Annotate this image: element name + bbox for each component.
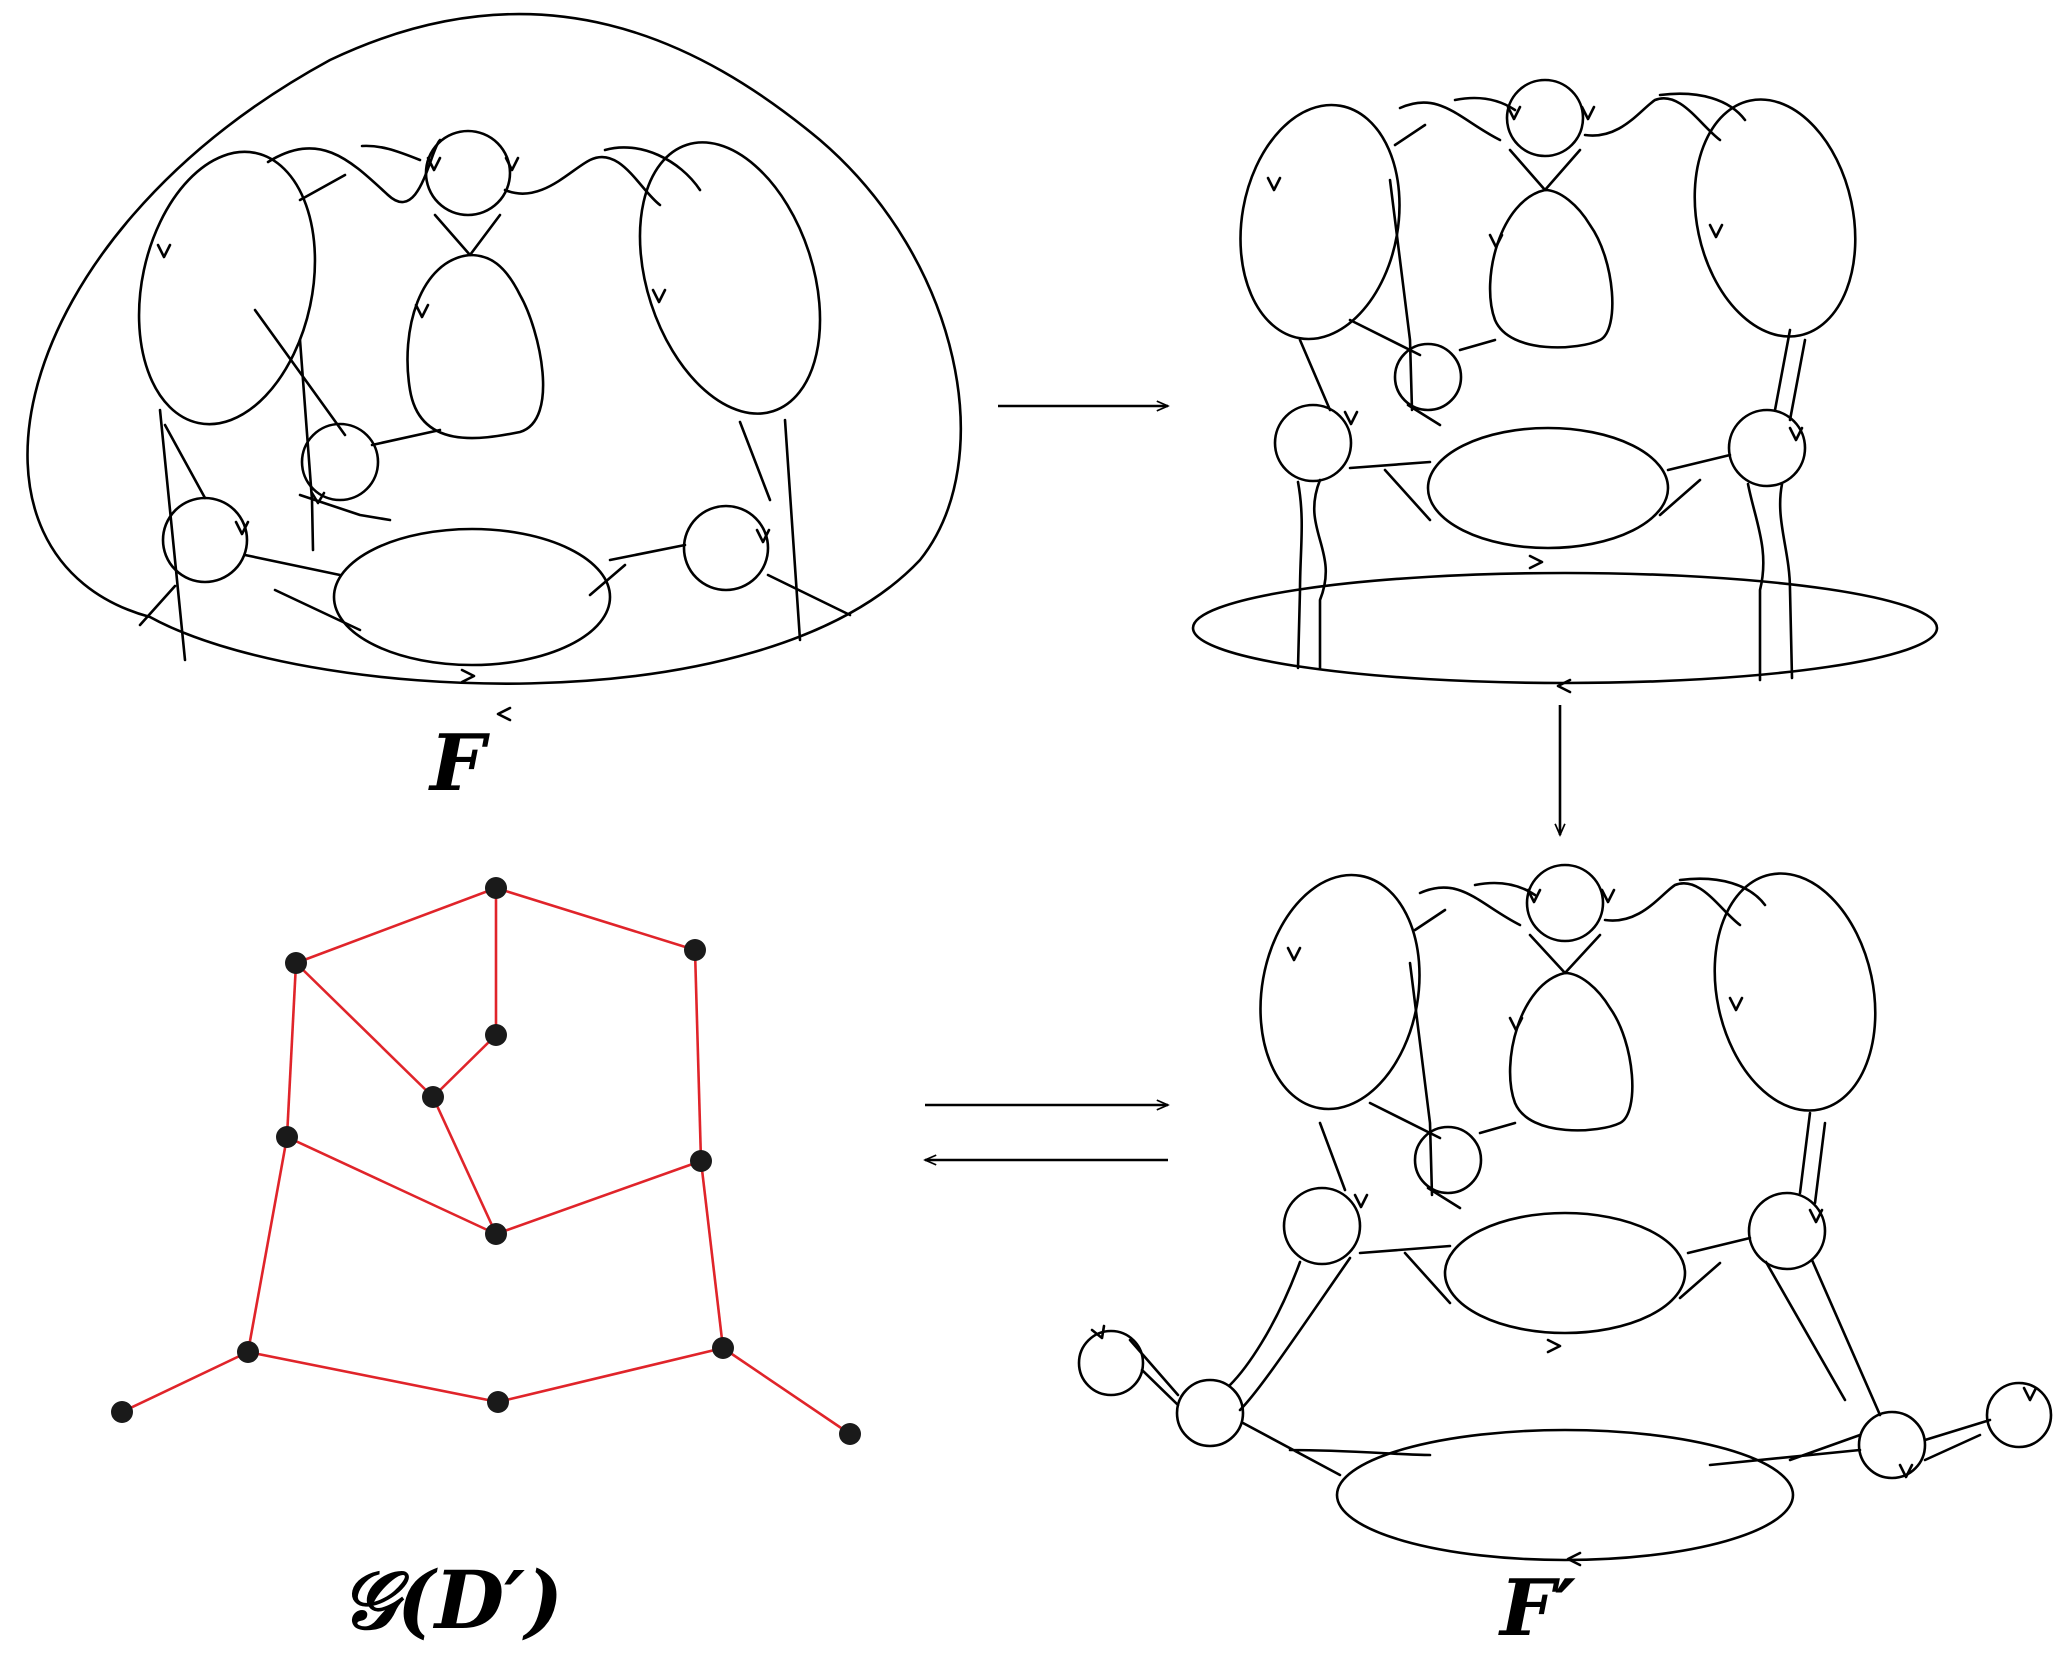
graph-edge [699, 1160, 725, 1349]
lower-left-circle-Fp [1175, 1378, 1245, 1448]
left-circle-Fp [1282, 1186, 1362, 1266]
graph-edge [295, 962, 434, 1098]
graph-edge [495, 886, 696, 952]
arrows [925, 406, 1560, 1160]
label-F: F [428, 718, 490, 809]
graph-vertex [276, 1126, 298, 1148]
graph-edge [247, 1350, 499, 1404]
graph-edge [285, 962, 298, 1138]
right-circle-TR [1727, 408, 1807, 488]
bottom-ellipse-TR [1426, 426, 1670, 550]
lower-right-circle-Fp [1857, 1410, 1927, 1480]
mid-circle-F [300, 422, 380, 502]
band-top-F [266, 138, 702, 207]
graph-edge [431, 1096, 498, 1235]
top-circle-Fp [1525, 863, 1605, 943]
center-loop-F [406, 253, 545, 440]
band-top-Fp [1418, 877, 1767, 927]
graph-edge [693, 949, 703, 1162]
left-circle-TR [1273, 403, 1353, 483]
graph-panel: 𝒢(D′) [111, 877, 861, 1647]
label-F-prime: F′ [1498, 1563, 1576, 1654]
graph-edge [121, 1350, 249, 1414]
graph-vertex [485, 1223, 507, 1245]
graph-vertex [485, 877, 507, 899]
graph-vertex [684, 939, 706, 961]
graph-edges [121, 886, 851, 1436]
graph-vertex [487, 1391, 509, 1413]
left-ellipse-Fp [1259, 873, 1421, 1111]
lower-ellipse-Fp [1335, 1428, 1795, 1562]
far-right-circle-Fp [1985, 1381, 2053, 1449]
right-ellipse-TR [1693, 98, 1857, 338]
bottom-ellipse-F [332, 527, 612, 667]
loop-arrow-marks-Fp [1090, 888, 2038, 1567]
mid-circle-TR [1393, 342, 1463, 412]
loop-arrow-marks-F [156, 156, 771, 722]
loop-arrow-marks-TR [1266, 105, 1804, 694]
right-circle-F [682, 504, 770, 592]
disk-TR [1191, 571, 1939, 685]
left-ellipse-F [137, 150, 317, 426]
far-left-circle-Fp [1077, 1329, 1145, 1397]
graph-edge [432, 1034, 497, 1098]
graph-edge [495, 1159, 702, 1236]
strands-TR [1296, 123, 1807, 682]
graph-vertex [712, 1337, 734, 1359]
top-circle-TR [1505, 78, 1585, 158]
graph-vertex [485, 1024, 507, 1046]
graph-vertex [422, 1086, 444, 1108]
strands-F [138, 173, 852, 662]
graph-vertex [237, 1341, 259, 1363]
graph-edge [246, 1136, 289, 1353]
right-circle-Fp [1747, 1191, 1827, 1271]
bottom-ellipse-Fp [1443, 1211, 1687, 1335]
graph-vertex [111, 1401, 133, 1423]
graph-edge [295, 886, 497, 965]
graph-edge [497, 1346, 724, 1404]
band-top-TR [1398, 92, 1747, 142]
panel-top-right [1191, 78, 1939, 694]
right-ellipse-Fp [1713, 872, 1877, 1112]
graph-vertex [839, 1423, 861, 1445]
graph-vertex [690, 1150, 712, 1172]
left-ellipse-TR [1239, 103, 1401, 341]
graph-edge [286, 1135, 497, 1236]
graph-vertices [111, 877, 861, 1445]
center-loop-Fp [1508, 971, 1634, 1132]
strands-Fp [1128, 908, 1992, 1477]
panel-F: F [26, 12, 963, 809]
graph-edge [722, 1346, 851, 1436]
panel-F-prime: F′ [1077, 863, 2053, 1654]
outer-boundary-F [26, 12, 963, 685]
right-ellipse-F [638, 141, 822, 415]
center-loop-TR [1488, 188, 1614, 349]
label-graph: 𝒢(D′) [340, 1553, 563, 1647]
graph-vertex [285, 952, 307, 974]
mid-circle-Fp [1413, 1125, 1483, 1195]
